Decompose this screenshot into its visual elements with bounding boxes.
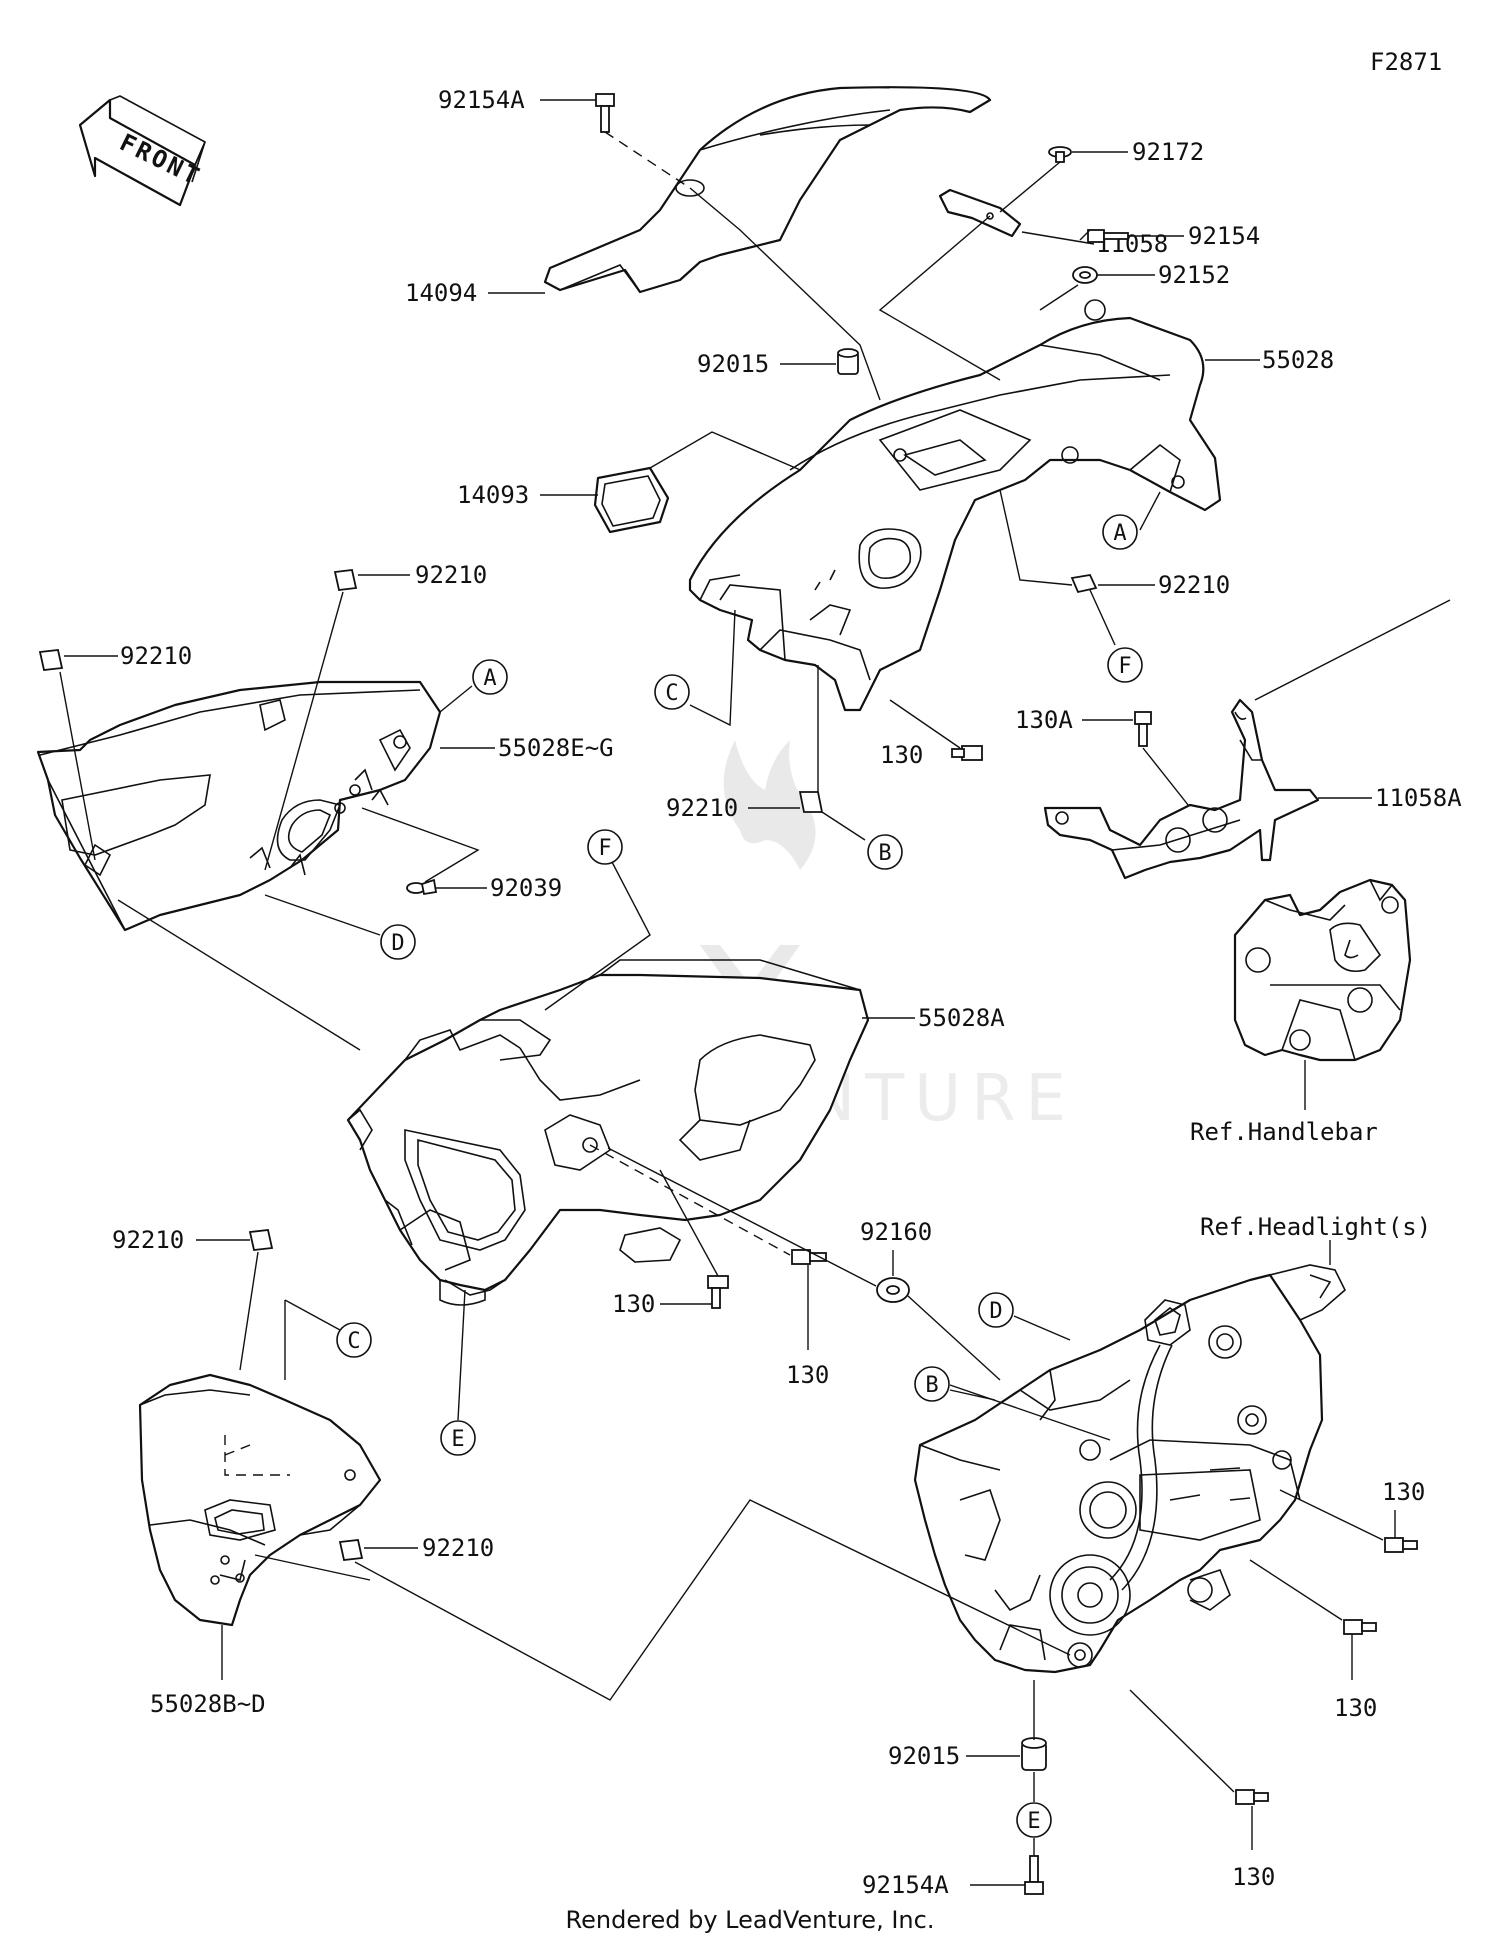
label-11058A: 11058A	[1375, 784, 1462, 812]
washer-92152	[1072, 266, 1098, 284]
label-92172: 92172	[1132, 138, 1204, 166]
part-11058A-bracket	[1043, 698, 1320, 880]
callout-B-upper-letter: B	[878, 841, 891, 866]
part-14093-pad	[593, 466, 670, 534]
bolt-130-b	[707, 1275, 729, 1309]
callout-A-right-letter: A	[1113, 521, 1126, 546]
callout-E-lower	[1016, 1802, 1052, 1838]
part-55028BD-lower-cowl	[138, 1373, 382, 1627]
label-130A: 130A	[1015, 706, 1073, 734]
grommet-92160	[876, 1277, 910, 1303]
label-92160: 92160	[860, 1218, 932, 1246]
part-55028-upper-cowl	[688, 299, 1222, 712]
label-55028BD: 55028B~D	[150, 1690, 266, 1718]
callout-C-upper	[654, 674, 690, 710]
part-14094-top-cover	[543, 86, 992, 294]
callout-D-right	[978, 1292, 1014, 1328]
bolt-130-e	[1343, 1619, 1377, 1635]
callout-F-right-letter: F	[1118, 654, 1131, 679]
rivet-92039	[406, 878, 438, 896]
callout-A-left-letter: A	[483, 666, 496, 691]
label-14093: 14093	[457, 481, 529, 509]
label-130-a: 130	[880, 741, 923, 769]
label-92152: 92152	[1158, 261, 1230, 289]
callout-A-right	[1102, 514, 1138, 550]
bolt-130-c	[791, 1249, 827, 1265]
label-92015-top: 92015	[697, 350, 769, 378]
label-130-c: 130	[786, 1361, 829, 1389]
callout-F-left	[587, 829, 623, 865]
clip-92210-d	[798, 791, 824, 813]
clip-92210-a	[38, 649, 64, 671]
label-55028A: 55028A	[918, 1004, 1005, 1032]
label-130-b: 130	[612, 1290, 655, 1318]
label-92210-f: 92210	[422, 1534, 494, 1562]
callout-E-lower-letter: E	[1027, 1809, 1040, 1834]
callout-E-upper	[440, 1420, 476, 1456]
callout-C-lower	[336, 1322, 372, 1358]
callout-B-upper	[867, 834, 903, 870]
label-92154A-bottom: 92154A	[862, 1871, 949, 1899]
label-92210-b: 92210	[415, 561, 487, 589]
label-92015-bottom: 92015	[888, 1742, 960, 1770]
clip-92210-b	[333, 569, 358, 591]
clip-92210-f	[338, 1539, 364, 1561]
callout-B-right-letter: B	[925, 1373, 938, 1398]
bolt-92154A-top	[595, 93, 615, 133]
screw-92172	[1048, 146, 1072, 163]
label-92154: 92154	[1188, 222, 1260, 250]
ref-headlight-assembly	[913, 1264, 1346, 1674]
bolt-92154	[1087, 229, 1129, 243]
callout-F-right	[1107, 647, 1143, 683]
part-11058-bracket	[938, 188, 1022, 238]
callout-B-right	[914, 1366, 950, 1402]
callout-A-left	[472, 659, 508, 695]
label-92210-d: 92210	[666, 794, 738, 822]
label-14094: 14094	[405, 279, 477, 307]
bolt-130-d	[1384, 1537, 1418, 1553]
label-92210-c: 92210	[1158, 571, 1230, 599]
label-130-d: 130	[1382, 1478, 1425, 1506]
label-130-f: 130	[1232, 1863, 1275, 1891]
clip-92210-e	[248, 1229, 274, 1251]
ref-handlebar-clamp	[1233, 878, 1412, 1062]
callout-C-upper-letter: C	[665, 681, 678, 706]
label-55028EG: 55028E~G	[498, 734, 614, 762]
label-92210-e: 92210	[112, 1226, 184, 1254]
grommet-92015-top	[837, 348, 859, 375]
label-92039: 92039	[490, 874, 562, 902]
bolt-130-a	[951, 745, 983, 761]
ref-headlight-label: Ref.Headlight(s)	[1200, 1213, 1431, 1241]
credit-text: Rendered by LeadVenture, Inc.	[566, 1906, 935, 1934]
figure-code: F2871	[1370, 48, 1442, 76]
label-130-e: 130	[1334, 1694, 1377, 1722]
part-55028EG-side-panel	[36, 680, 442, 932]
callout-D-left-letter: D	[391, 931, 404, 956]
bolt-92154A-bottom	[1024, 1855, 1044, 1895]
callout-C-lower-letter: C	[347, 1329, 360, 1354]
ref-handlebar-label: Ref.Handlebar	[1190, 1118, 1378, 1146]
label-55028: 55028	[1262, 346, 1334, 374]
grommet-92015-bottom	[1021, 1737, 1047, 1771]
bolt-130A	[1134, 711, 1152, 747]
callout-D-left	[380, 924, 416, 960]
label-92154A-top: 92154A	[438, 86, 525, 114]
callout-E-upper-letter: E	[451, 1427, 464, 1452]
callout-D-right-letter: D	[989, 1299, 1002, 1324]
clip-92210-c	[1070, 573, 1098, 594]
callout-F-left-letter: F	[598, 836, 611, 861]
bolt-130-f	[1235, 1789, 1269, 1805]
front-arrow-icon: FRONT	[78, 95, 206, 207]
label-92210-a: 92210	[120, 642, 192, 670]
part-55028A-inner-cowl	[346, 959, 870, 1306]
